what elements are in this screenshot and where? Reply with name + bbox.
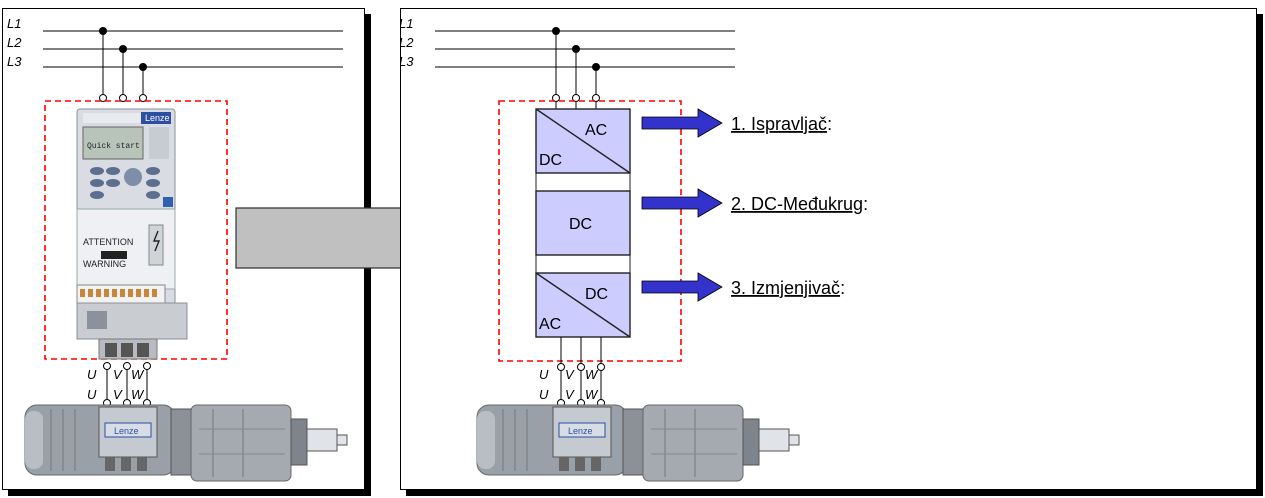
phase-w-right-2: W [585,387,599,402]
rectifier-block: AC DC [535,108,631,174]
phase-w: W [131,367,145,382]
drive-brand: Lenze [145,113,170,123]
supply-lines-right: L1 L2 L3 [401,16,735,109]
left-panel: L1 L2 L3 Lenze Quick start [2,8,365,490]
rectifier-dc: DC [539,152,562,169]
right-diagram: L1 L2 L3 AC DC DC [401,16,868,482]
drive-warning: WARNING [83,259,126,269]
phase-v-right: V [565,367,575,382]
line-label-l1-right: L1 [401,16,413,31]
phase-v: V [113,367,123,382]
blue-arrow-icon-3 [641,272,723,302]
phase-w-2: W [131,387,145,402]
phase-u-right-2: U [539,387,549,402]
inverter-ac: AC [539,316,561,333]
stage-1-label: 1. Ispravljač: [731,114,832,134]
line-label-l1: L1 [7,16,21,31]
motor-badge: Lenze [114,426,139,436]
dc-link-label: DC [569,216,592,233]
line-label-l2: L2 [7,35,22,50]
dc-link-block: DC [535,190,631,256]
phase-u-2: U [87,387,97,402]
motor-icon-right: Lenze [476,404,800,482]
line-label-l3: L3 [7,54,22,69]
inverter-block: DC AC [535,272,631,338]
line-label-l3-right: L3 [401,54,414,69]
drive-lcd-text: Quick start [87,142,140,151]
phase-u-right: U [539,367,549,382]
stage-3-label: 3. Izmjenjivač: [731,278,845,298]
output-wires-right: U V W U V W [539,337,605,407]
rectifier-ac: AC [585,122,607,139]
converter-frame [498,100,682,362]
blue-arrow-icon-2 [641,188,723,218]
right-panel: L1 L2 L3 AC DC DC [400,8,1257,490]
drive-unit-icon: Lenze Quick start ATTENTION WARNING [76,108,188,360]
drive-attention: ATTENTION [83,237,133,247]
phase-v-2: V [113,387,123,402]
phase-w-right: W [585,367,599,382]
left-diagram: L1 L2 L3 Lenze Quick start [7,16,348,482]
phase-u: U [87,367,97,382]
motor-icon: Lenze [24,404,348,482]
motor-badge-right: Lenze [568,426,593,436]
inverter-dc: DC [585,286,608,303]
blue-arrow-icon [641,108,723,138]
line-label-l2-right: L2 [401,35,414,50]
output-wires: U V W U V W [87,362,151,407]
phase-v-right-2: V [565,387,575,402]
stage-2-label: 2. DC-Međukrug: [731,194,868,214]
supply-lines: L1 L2 L3 [7,16,343,102]
